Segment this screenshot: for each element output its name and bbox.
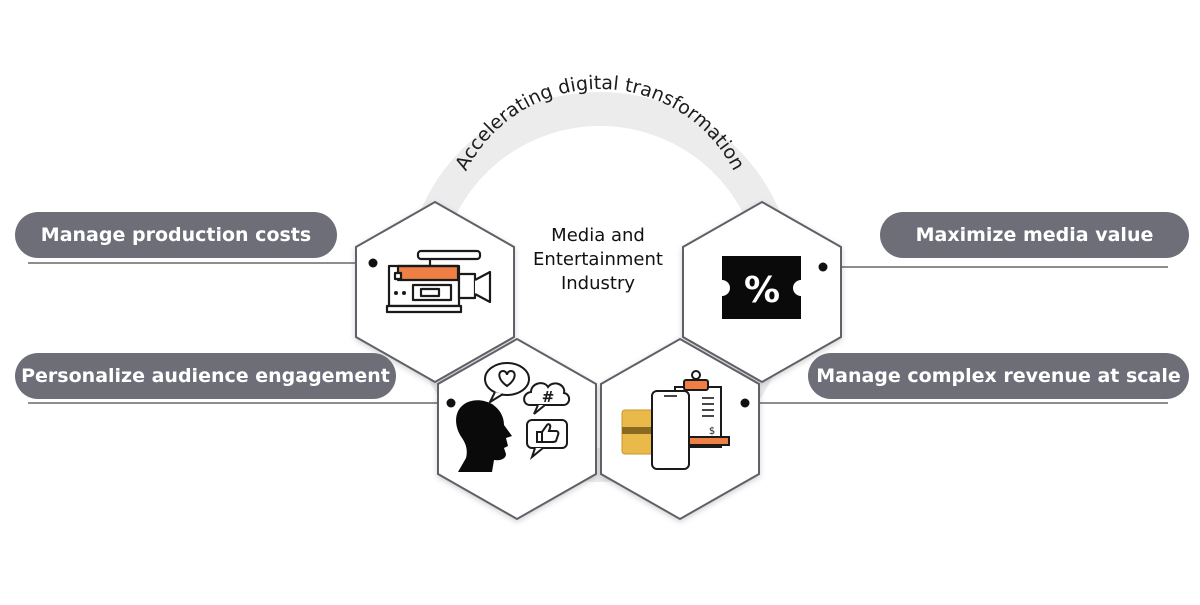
label-audience-text: Personalize audience engagement — [21, 365, 390, 387]
label-revenue-text: Manage complex revenue at scale — [816, 365, 1181, 387]
label-maximize-media-value: Maximize media value — [880, 212, 1189, 258]
center-title: Media and Entertainment Industry — [533, 225, 663, 294]
hash-symbol: # — [542, 388, 555, 406]
center-line-1: Media and — [551, 225, 645, 246]
hash-bubble-icon: # — [523, 382, 571, 415]
billing-documents-icon: $ — [621, 370, 730, 470]
center-line-3: Industry — [561, 273, 635, 294]
label-manage-production-costs: Manage production costs — [15, 212, 337, 258]
label-personalize-audience-engagement: Personalize audience engagement — [15, 353, 396, 399]
thumbs-up-bubble-icon — [526, 419, 568, 460]
center-line-2: Entertainment — [533, 249, 663, 270]
dot-revenue — [740, 398, 750, 408]
heart-bubble-icon — [484, 362, 530, 405]
percent-ticket-icon: % — [722, 256, 801, 319]
dollar-symbol: $ — [709, 426, 715, 437]
dot-production — [368, 258, 378, 268]
percent-symbol: % — [744, 270, 780, 311]
connector-lines — [28, 262, 1168, 404]
video-camera-icon — [385, 249, 492, 314]
smartphone-icon — [651, 390, 690, 470]
label-manage-complex-revenue: Manage complex revenue at scale — [808, 353, 1189, 399]
label-production-text: Manage production costs — [40, 224, 312, 246]
dot-audience — [446, 398, 456, 408]
social-engagement-icon: # — [456, 362, 571, 472]
label-media-value-text: Maximize media value — [915, 224, 1154, 246]
dot-media-value — [818, 262, 828, 272]
head-silhouette-icon — [456, 400, 512, 472]
